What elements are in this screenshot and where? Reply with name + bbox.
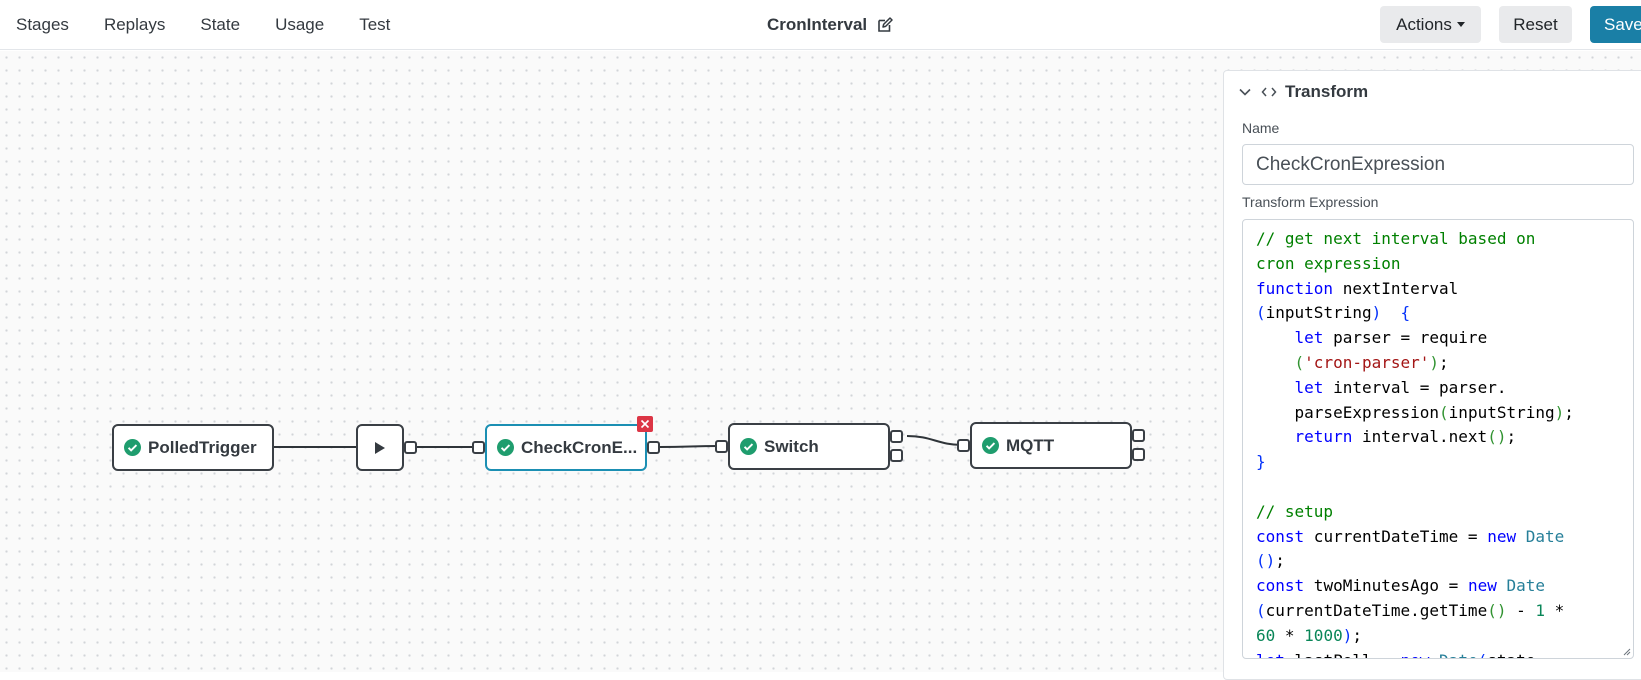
nav-usage[interactable]: Usage: [275, 15, 325, 34]
flow-title-area: CronInterval: [767, 0, 893, 50]
check-circle-icon: [982, 437, 999, 454]
edge-check-to-switch: [659, 445, 722, 448]
check-circle-icon: [124, 439, 141, 456]
input-port[interactable]: [957, 439, 970, 452]
output-port-true[interactable]: [890, 430, 903, 443]
edit-icon[interactable]: [877, 17, 893, 33]
save-button-label: Save: [1604, 14, 1641, 34]
name-label: Name: [1242, 120, 1280, 136]
node-label: MQTT: [1006, 435, 1055, 455]
chevron-down-icon[interactable]: [1238, 85, 1252, 99]
edge-switch-to-mqtt: [906, 435, 964, 446]
caret-down-icon: [1456, 22, 1465, 27]
node-polled-trigger[interactable]: PolledTrigger: [112, 424, 274, 471]
code-content: // get next interval based on cron expre…: [1256, 229, 1574, 658]
nav-stages[interactable]: Stages: [16, 15, 69, 34]
node-check-cron[interactable]: CheckCronE...: [485, 424, 647, 471]
panel-header[interactable]: Transform: [1238, 81, 1368, 103]
nav-replays[interactable]: Replays: [103, 15, 166, 34]
output-port[interactable]: [647, 441, 660, 454]
node-label: CheckCronE...: [521, 437, 638, 457]
output-port[interactable]: [1132, 429, 1145, 442]
save-button[interactable]: Save: [1590, 6, 1641, 43]
actions-button-label: Actions: [1396, 14, 1452, 34]
code-icon: [1261, 87, 1277, 97]
actions-dropdown-button[interactable]: Actions: [1380, 6, 1481, 43]
input-port[interactable]: [472, 441, 485, 454]
nav-test[interactable]: Test: [359, 15, 391, 34]
output-port-false[interactable]: [890, 449, 903, 462]
resize-handle-icon[interactable]: [1621, 646, 1631, 656]
reset-button-label: Reset: [1513, 14, 1558, 34]
close-icon: [640, 419, 650, 429]
node-label: Switch: [764, 436, 819, 456]
nav-state[interactable]: State: [200, 15, 241, 34]
play-icon: [375, 441, 385, 454]
input-port[interactable]: [715, 440, 728, 453]
expression-label: Transform Expression: [1242, 194, 1379, 210]
reset-button[interactable]: Reset: [1499, 6, 1572, 43]
transform-expression-editor[interactable]: // get next interval based on cron expre…: [1242, 219, 1634, 659]
node-play[interactable]: [356, 424, 404, 471]
flow-title: CronInterval: [767, 15, 868, 34]
delete-node-button[interactable]: [637, 416, 653, 432]
transform-panel: Transform Name Transform Expression // g…: [1223, 70, 1641, 680]
check-circle-icon: [740, 438, 757, 455]
output-port[interactable]: [1132, 448, 1145, 461]
node-label: PolledTrigger: [148, 437, 257, 457]
node-mqtt[interactable]: MQTT: [970, 422, 1132, 469]
node-switch[interactable]: Switch: [728, 423, 890, 470]
top-nav: Stages Replays State Usage Test: [0, 0, 409, 50]
output-port[interactable]: [404, 441, 417, 454]
top-bar: Stages Replays State Usage Test CronInte…: [0, 0, 1641, 50]
panel-title: Transform: [1285, 82, 1369, 101]
name-input[interactable]: [1242, 144, 1634, 185]
check-circle-icon: [497, 439, 514, 456]
